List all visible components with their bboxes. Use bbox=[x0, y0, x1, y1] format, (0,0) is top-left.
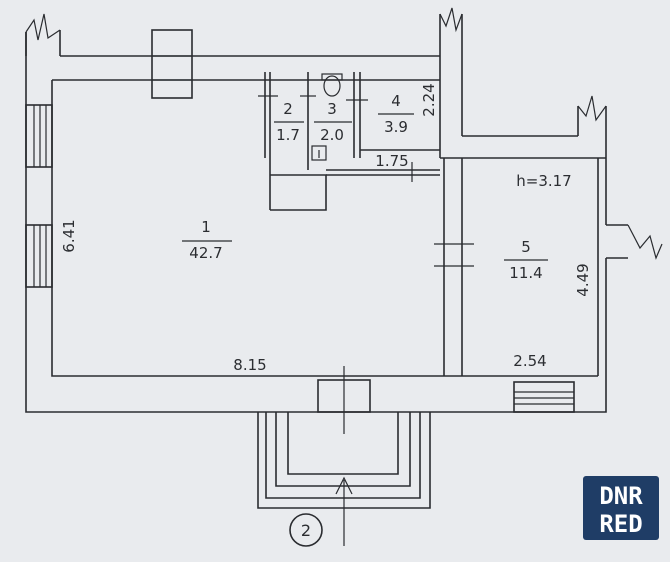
room-1-number: 1 bbox=[201, 218, 211, 236]
room-2-number: 2 bbox=[283, 100, 293, 118]
room-3-area: 2.0 bbox=[320, 126, 344, 144]
dimension-bottom-right: 2.54 bbox=[513, 352, 546, 370]
dimension-corridor: 1.75 bbox=[375, 152, 408, 170]
dimension-left: 6.41 bbox=[60, 219, 78, 252]
left-windows bbox=[25, 104, 53, 288]
outer-walls bbox=[25, 7, 663, 413]
bottom-right-window bbox=[513, 381, 575, 413]
watermark-line-1: DNR bbox=[599, 482, 643, 510]
room-2-area: 1.7 bbox=[276, 126, 300, 144]
partition-walls bbox=[434, 157, 606, 377]
dimension-bottom-main: 8.15 bbox=[233, 356, 266, 374]
room-1-area: 42.7 bbox=[189, 244, 222, 262]
room-5-number: 5 bbox=[521, 238, 531, 256]
ceiling-height-label: h=3.17 bbox=[516, 172, 571, 190]
room-5-area: 11.4 bbox=[509, 264, 542, 282]
entrance-number: 2 bbox=[301, 521, 311, 540]
top-window bbox=[151, 29, 193, 99]
room-3-number: 3 bbox=[327, 100, 337, 118]
entrance-steps bbox=[257, 366, 431, 546]
watermark-line-2: RED bbox=[599, 510, 642, 538]
small-rooms bbox=[258, 72, 440, 211]
dimension-room4-right: 2.24 bbox=[420, 83, 438, 116]
dimension-room5-right: 4.49 bbox=[574, 263, 592, 296]
watermark-logo: DNR RED bbox=[583, 476, 659, 540]
room-4-number: 4 bbox=[391, 92, 401, 110]
entrance-marker: 2 bbox=[289, 513, 323, 547]
room-4-area: 3.9 bbox=[384, 118, 408, 136]
